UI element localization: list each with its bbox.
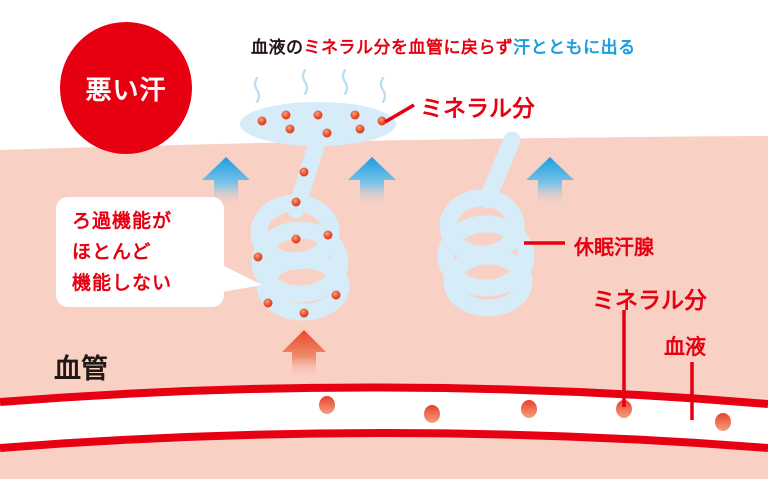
label-blood-vessel: 血管: [54, 354, 108, 385]
headline-part-2: ミネラル分を血管に戻らず: [303, 38, 514, 58]
callout-text: ろ過機能が ほとんど 機能しない: [72, 210, 173, 294]
arrow-up-icon: [526, 157, 574, 206]
arrow-up-icon: [202, 157, 250, 206]
label-mineral-bottom: ミネラル分: [592, 288, 707, 314]
headline: 血液のミネラル分を血管に戻らず汗とともに出る: [251, 33, 636, 58]
badge-label: 悪い汗: [85, 75, 167, 106]
mineral-dots: [253, 110, 387, 318]
bad-sweat-badge: 悪い汗: [60, 22, 192, 154]
headline-part-3: 汗とともに出る: [513, 38, 636, 58]
callout-bubble: [56, 197, 224, 307]
leader-lines: [384, 103, 694, 420]
arrow-up-icon: [348, 157, 396, 206]
callout-pointer: [222, 265, 262, 292]
blood-vessel-wall-top: [0, 383, 768, 408]
steam-icon: [253, 68, 387, 104]
blood-vessel-wall-bottom: [0, 429, 768, 452]
label-blood: 血液: [664, 335, 706, 359]
dormant-sweat-gland: [437, 131, 535, 317]
arrow-up-icon: [282, 330, 326, 378]
label-dormant-gland: 休眠汗腺: [574, 235, 654, 259]
label-mineral-top: ミネラル分: [420, 96, 535, 122]
headline-part-1: 血液の: [251, 38, 304, 58]
blood-minerals: [319, 396, 731, 431]
